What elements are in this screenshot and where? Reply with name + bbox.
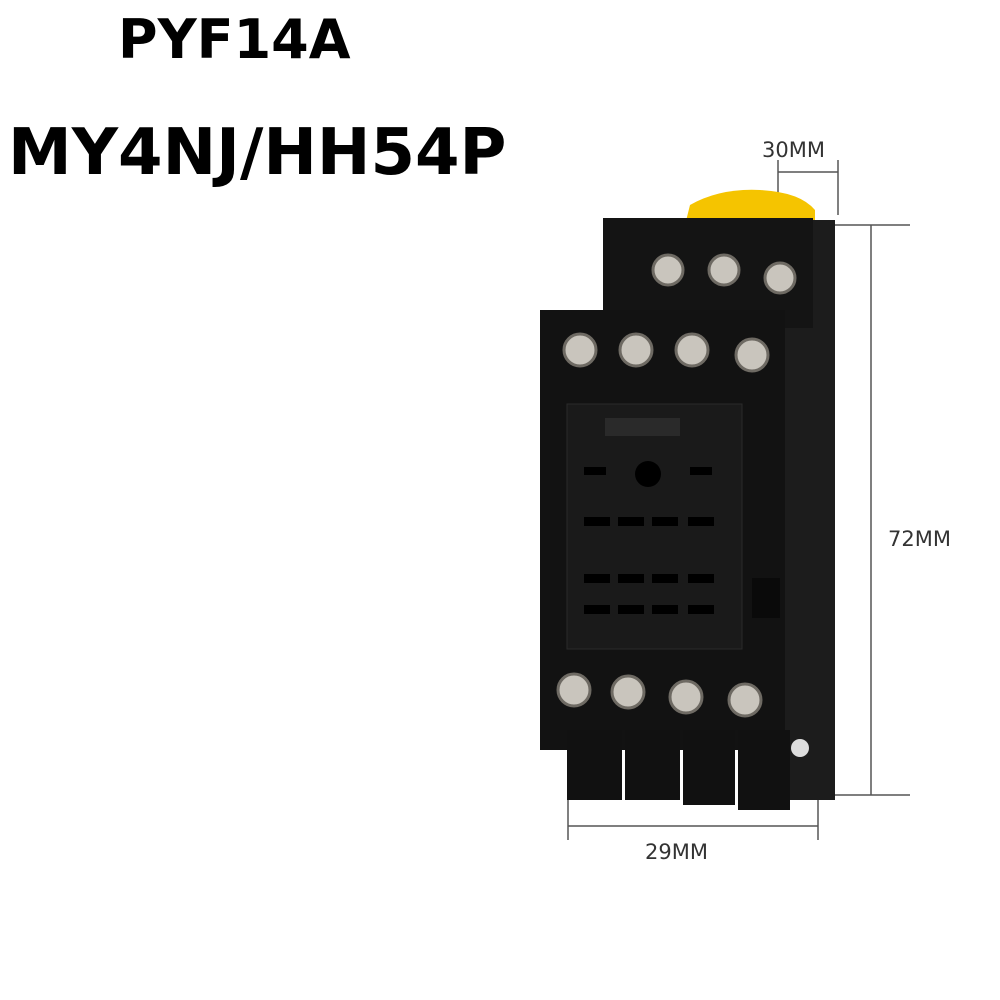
compatible-models: MY4NJ/HH54P <box>8 116 507 190</box>
pin-slots <box>584 467 714 614</box>
terminal-screws <box>556 253 797 718</box>
width-top-label: 30MM <box>762 138 825 162</box>
release-clip <box>685 189 815 225</box>
bottom-terminal-base <box>567 730 790 810</box>
width-bottom-label: 29MM <box>645 840 708 864</box>
dimension-lines <box>567 160 910 840</box>
label-plate <box>605 418 680 436</box>
model-title: PYF14A <box>118 8 351 71</box>
height-label: 72MM <box>888 527 951 551</box>
side-latch <box>752 578 780 618</box>
mounting-hole <box>791 739 809 757</box>
center-hole <box>635 461 661 487</box>
